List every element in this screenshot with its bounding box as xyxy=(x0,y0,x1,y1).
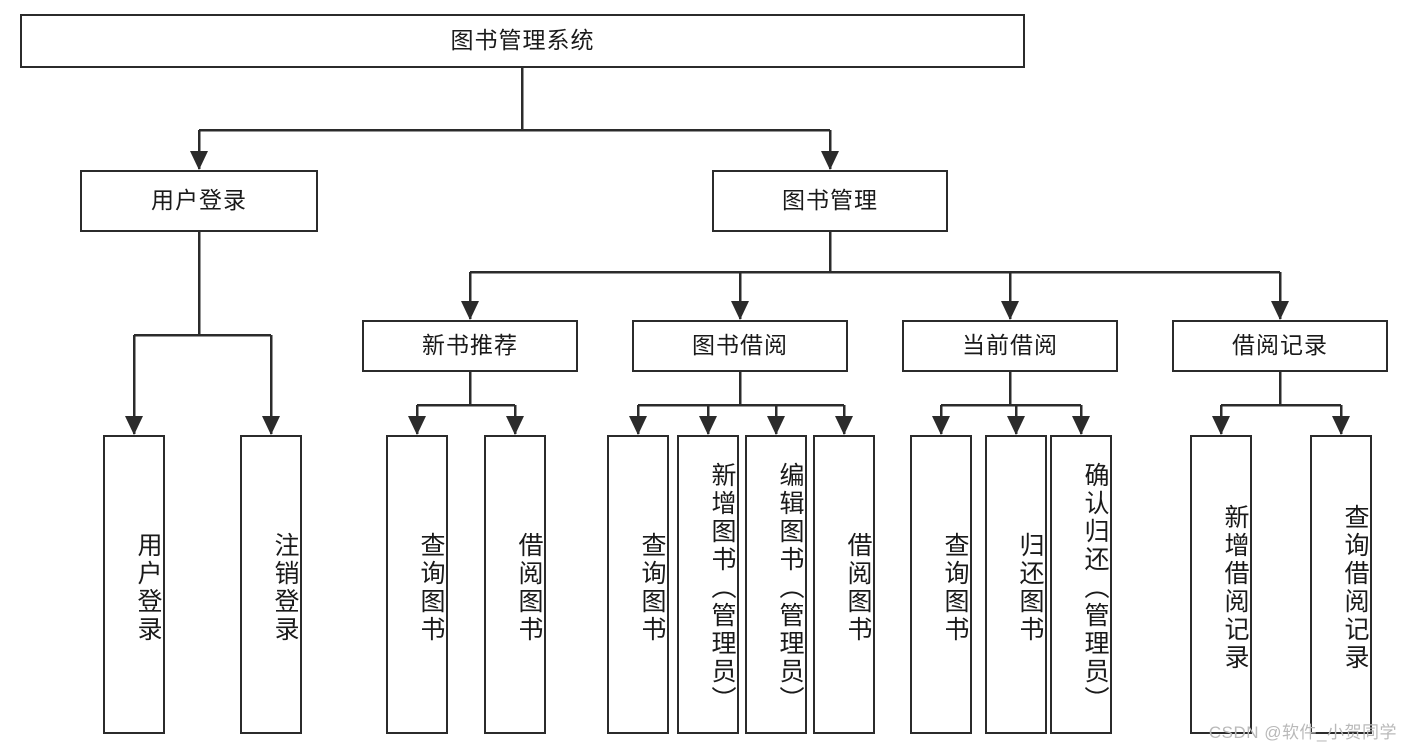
node-leaf-user-login-label: 用户登录 xyxy=(134,531,162,644)
node-borrow-record-label: 借阅记录 xyxy=(1232,332,1328,359)
node-current-borrow[interactable]: 当前借阅 xyxy=(902,320,1118,372)
node-user-login[interactable]: 用户登录 xyxy=(80,170,318,232)
node-leaf-query-record[interactable]: 查询借阅记录 xyxy=(1310,435,1372,734)
node-book-manage-label: 图书管理 xyxy=(782,187,878,214)
node-leaf-add-book-label: 新增图书（管理员） xyxy=(708,461,736,714)
node-leaf-logout-label: 注销登录 xyxy=(271,531,299,644)
node-leaf-query-book-1[interactable]: 查询图书 xyxy=(386,435,448,734)
node-leaf-query-book-2[interactable]: 查询图书 xyxy=(607,435,669,734)
node-book-manage[interactable]: 图书管理 xyxy=(712,170,948,232)
node-leaf-return-book[interactable]: 归还图书 xyxy=(985,435,1047,734)
node-leaf-borrow-book-1[interactable]: 借阅图书 xyxy=(484,435,546,734)
node-leaf-user-login[interactable]: 用户登录 xyxy=(103,435,165,734)
node-leaf-confirm-return[interactable]: 确认归还（管理员） xyxy=(1050,435,1112,734)
node-leaf-add-record[interactable]: 新增借阅记录 xyxy=(1190,435,1252,734)
node-new-book-recommend[interactable]: 新书推荐 xyxy=(362,320,578,372)
node-leaf-query-record-label: 查询借阅记录 xyxy=(1341,503,1369,672)
node-user-login-label: 用户登录 xyxy=(151,187,247,214)
node-current-borrow-label: 当前借阅 xyxy=(962,332,1058,359)
node-leaf-borrow-book-2-label: 借阅图书 xyxy=(844,531,872,644)
node-leaf-borrow-book-1-label: 借阅图书 xyxy=(515,531,543,644)
node-new-book-recommend-label: 新书推荐 xyxy=(422,332,518,359)
node-leaf-add-book[interactable]: 新增图书（管理员） xyxy=(677,435,739,734)
node-leaf-edit-book-label: 编辑图书（管理员） xyxy=(776,461,804,714)
node-leaf-query-book-1-label: 查询图书 xyxy=(417,531,445,644)
node-leaf-logout[interactable]: 注销登录 xyxy=(240,435,302,734)
watermark-label: CSDN @软件_小贺同学 xyxy=(1208,723,1397,742)
node-leaf-add-record-label: 新增借阅记录 xyxy=(1221,503,1249,672)
node-book-borrow[interactable]: 图书借阅 xyxy=(632,320,848,372)
node-book-borrow-label: 图书借阅 xyxy=(692,332,788,359)
node-leaf-query-book-3-label: 查询图书 xyxy=(941,531,969,644)
node-root[interactable]: 图书管理系统 xyxy=(20,14,1025,68)
node-leaf-borrow-book-2[interactable]: 借阅图书 xyxy=(813,435,875,734)
node-borrow-record[interactable]: 借阅记录 xyxy=(1172,320,1388,372)
node-leaf-return-book-label: 归还图书 xyxy=(1016,531,1044,644)
node-leaf-confirm-return-label: 确认归还（管理员） xyxy=(1081,461,1109,714)
node-leaf-query-book-3[interactable]: 查询图书 xyxy=(910,435,972,734)
node-leaf-edit-book[interactable]: 编辑图书（管理员） xyxy=(745,435,807,734)
node-root-label: 图书管理系统 xyxy=(450,27,595,54)
node-leaf-query-book-2-label: 查询图书 xyxy=(638,531,666,644)
